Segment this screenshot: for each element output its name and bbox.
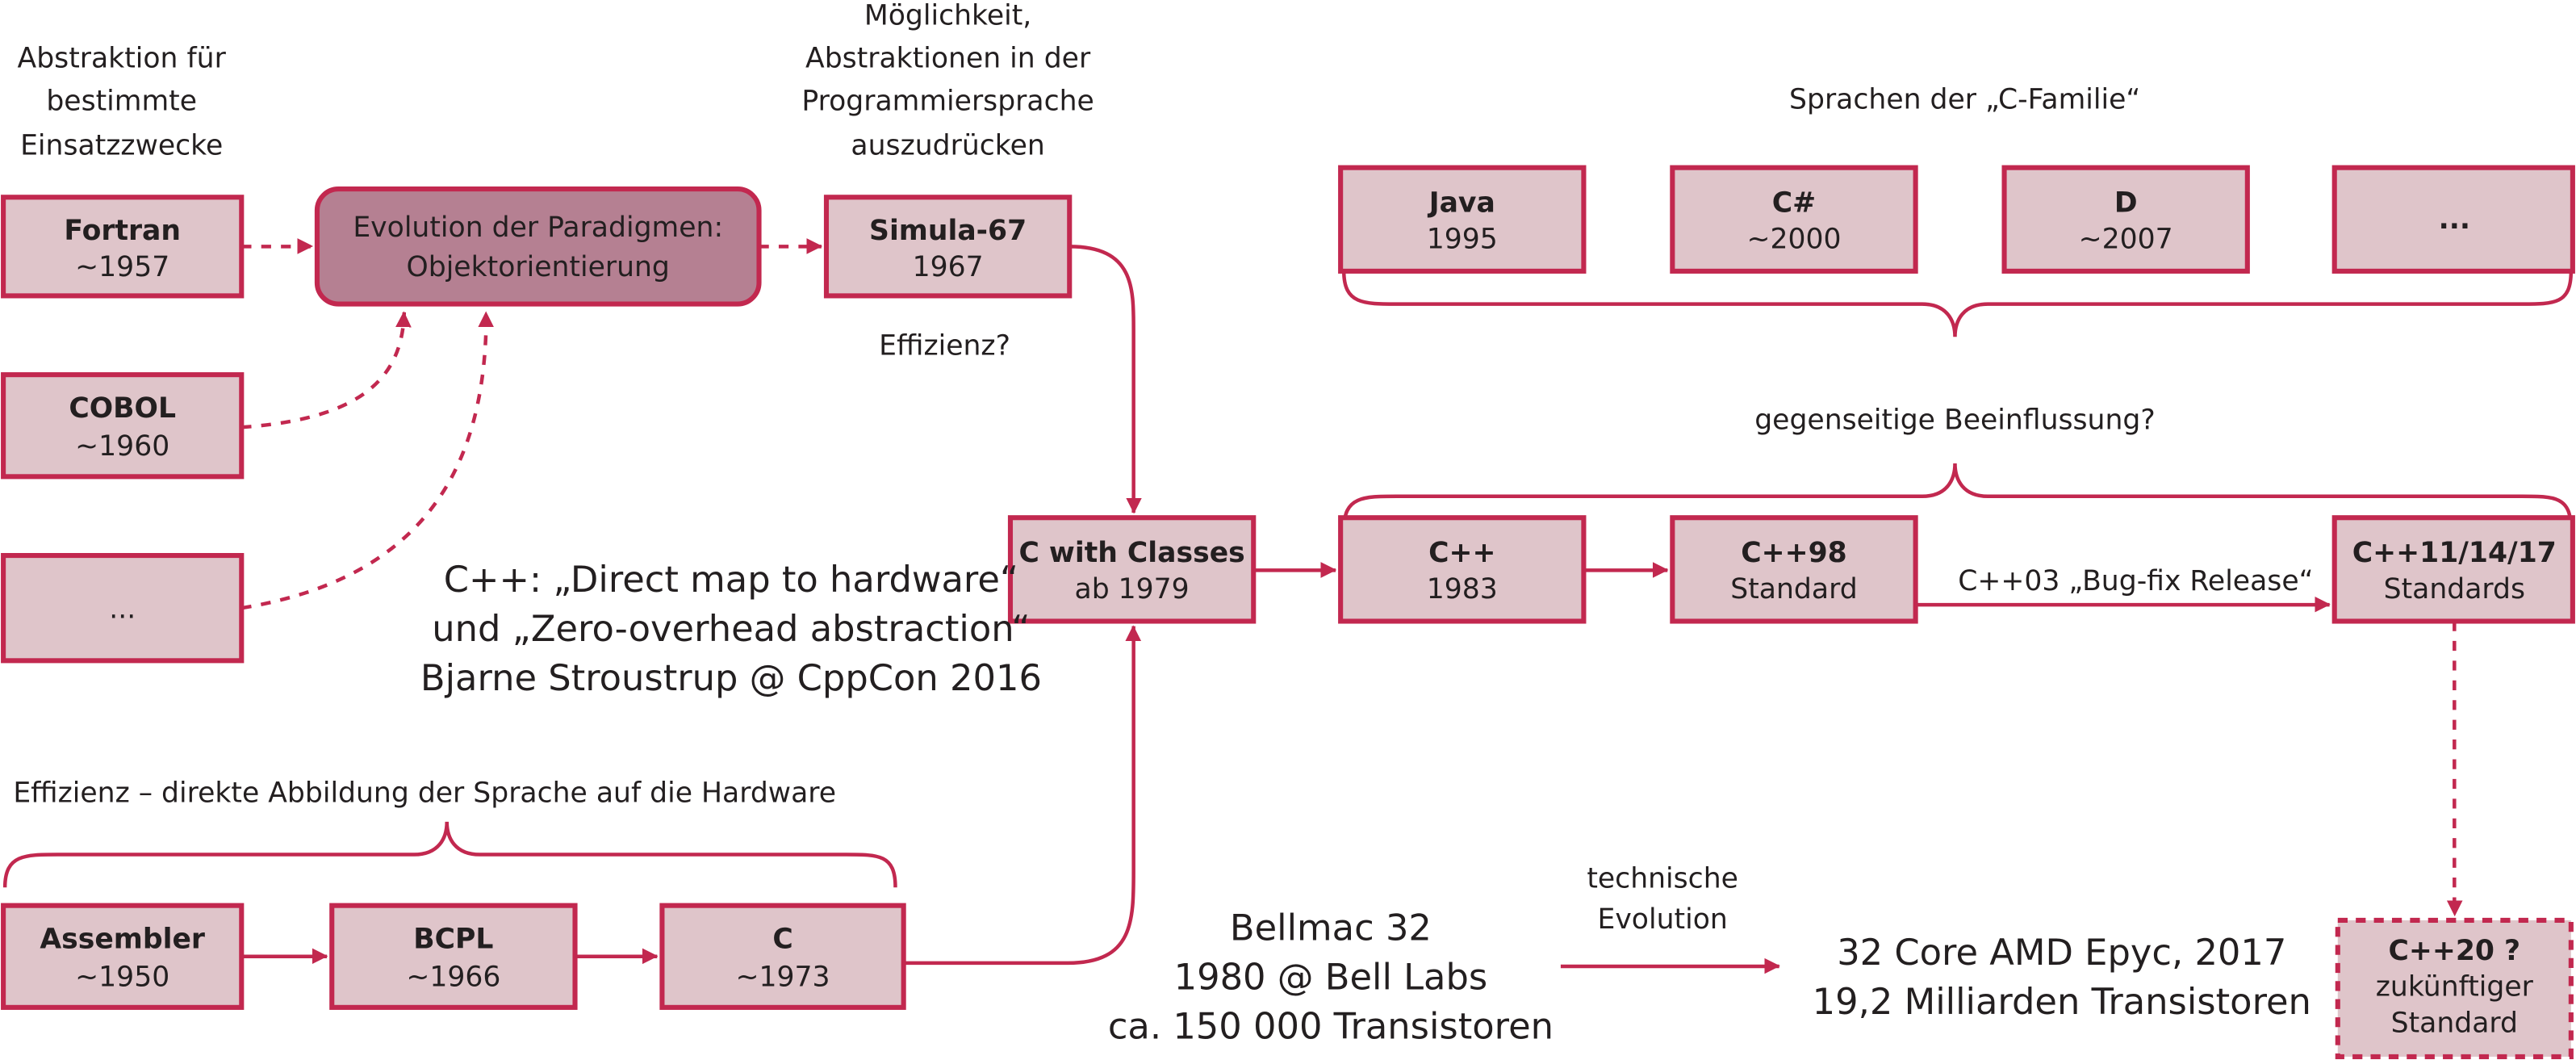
box-year: Standards <box>2384 573 2525 605</box>
arrow-c-cwc <box>903 626 1134 966</box>
note-epyc: 32 Core AMD Epyc, 2017 19,2 Milliarden T… <box>1813 931 2311 1023</box>
connectors <box>2 245 2574 966</box>
note-line: 19,2 Milliarden Transistoren <box>1813 980 2311 1023</box>
note-line: ca. 150 000 Transistoren <box>1108 1005 1554 1048</box>
note-efficiency-question: Effizienz? <box>879 330 1010 362</box>
brace-efficiency <box>2 821 897 888</box>
note-bugfix-release: C++03 „Bug-fix Release“ <box>1958 565 2313 597</box>
brace-c-family <box>1341 270 2574 337</box>
note-possibility: Möglichkeit, Abstraktionen in der Progra… <box>801 0 1094 161</box>
note-c-family: Sprachen der „C-Familie“ <box>1789 83 2140 115</box>
box-evolution: Evolution der Paradigmen: Objektorientie… <box>314 186 762 307</box>
box-year: ~1973 <box>736 961 830 993</box>
box-title: C++98 <box>1741 537 1847 569</box>
box-year: ~1966 <box>406 961 500 993</box>
box-title: ... <box>109 593 136 625</box>
note-tech-evolution: technische Evolution <box>1587 862 1738 936</box>
box-year: 1967 <box>913 251 984 283</box>
note-line: Möglichkeit, <box>864 0 1031 32</box>
box-title: Evolution der Paradigmen: <box>353 212 723 244</box>
note-line: 1980 @ Bell Labs <box>1174 955 1488 998</box>
box-java: Java 1995 <box>1338 165 1587 274</box>
note-line: technische <box>1587 862 1738 895</box>
box-year: 1983 <box>1427 573 1498 605</box>
note-abstraction: Abstraktion für bestimmte Einsatzzwecke <box>18 42 227 161</box>
quote-line: C++: „Direct map to hardware“ <box>444 558 1018 601</box>
box-year: Standard <box>1730 573 1857 605</box>
box-subtitle: zukünftiger <box>2376 971 2534 1003</box>
box-cpp98: C++98 Standard <box>1670 515 1918 624</box>
box-year: ~2007 <box>2079 223 2173 255</box>
box-title: C <box>772 924 792 956</box>
box-subtitle: Standard <box>2391 1007 2518 1039</box>
arrow-cobol-evolution <box>241 312 404 429</box>
box-title: ... <box>2439 203 2470 236</box>
note-line: auszudrücken <box>851 129 1044 161</box>
box-cwc: C with Classes ab 1979 <box>1007 515 1257 624</box>
note-bellmac: Bellmac 32 1980 @ Bell Labs ca. 150 000 … <box>1108 906 1554 1047</box>
box-simula: Simula-67 1967 <box>823 195 1073 299</box>
box-year: 1995 <box>1427 223 1498 255</box>
box-other: ... <box>1 552 245 664</box>
box-subtitle: Objektorientierung <box>407 251 670 283</box>
box-year: ab 1979 <box>1075 573 1190 605</box>
box-cpp11: C++11/14/17 Standards <box>2331 515 2575 624</box>
note-mutual-influence: gegenseitige Beeinflussung? <box>1754 404 2156 436</box>
box-fortran: Fortran ~1957 <box>1 195 245 299</box>
box-title: C++20 ? <box>2389 935 2521 967</box>
box-c: C ~1973 <box>659 903 906 1010</box>
note-line: 32 Core AMD Epyc, 2017 <box>1837 931 2286 974</box>
quote-line: Bjarne Stroustrup @ CppCon 2016 <box>420 656 1042 699</box>
note-line: bestimmte <box>46 85 197 117</box>
box-d: D ~2007 <box>2001 165 2250 274</box>
note-line: Programmiersprache <box>801 85 1094 117</box>
box-title: C++ <box>1428 537 1495 569</box>
note-line: Abstraktionen in der <box>805 42 1091 74</box>
box-title: C++11/14/17 <box>2352 537 2557 569</box>
box-year: ~1957 <box>75 251 169 283</box>
box-csharp: C# ~2000 <box>1670 165 1918 274</box>
box-title: Simula-67 <box>869 215 1027 247</box>
box-bcpl: BCPL ~1966 <box>329 903 578 1010</box>
box-year: ~1960 <box>75 430 169 463</box>
box-cobol: COBOL ~1960 <box>1 372 245 480</box>
box-cpp20: C++20 ? zukünftiger Standard <box>2335 917 2574 1059</box>
note-stroustrup-quote: C++: „Direct map to hardware“ und „Zero-… <box>420 558 1042 699</box>
box-assembler: Assembler ~1950 <box>1 903 245 1010</box>
box-title: BCPL <box>413 924 493 956</box>
arrow-simula-cwc <box>1069 245 1133 513</box>
note-line: Bellmac 32 <box>1230 906 1432 949</box>
note-line: Einsatzzwecke <box>20 129 223 161</box>
box-title: C with Classes <box>1018 537 1244 569</box>
box-year: ~2000 <box>1746 223 1841 255</box>
box-more: ... <box>2331 165 2575 274</box>
box-title: COBOL <box>69 392 176 425</box>
box-title: Fortran <box>64 215 181 247</box>
note-line: Evolution <box>1597 903 1727 936</box>
box-title: Java <box>1428 187 1495 220</box>
box-title: Assembler <box>40 924 205 956</box>
quote-line: und „Zero-overhead abstraction“ <box>432 607 1030 650</box>
note-line: Abstraktion für <box>18 42 227 74</box>
box-title: D <box>2114 187 2138 220</box>
box-title: C# <box>1772 187 1816 220</box>
note-efficiency: Effizienz – direkte Abbildung der Sprach… <box>13 777 836 809</box>
brace-cpp <box>1341 463 2574 530</box>
box-cpp: C++ 1983 <box>1338 515 1587 624</box>
box-year: ~1950 <box>75 961 169 993</box>
